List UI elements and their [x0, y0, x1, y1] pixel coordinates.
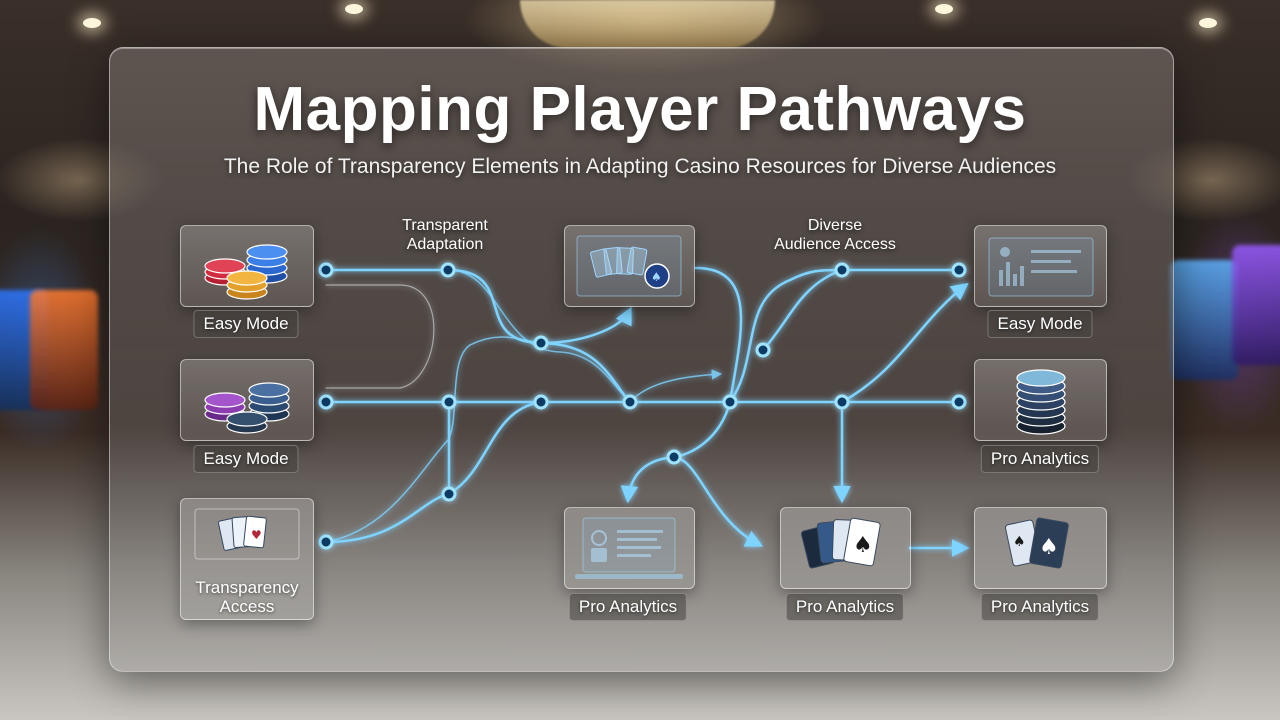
svg-text:♠: ♠	[1013, 534, 1026, 550]
flow-label-diverse-audience-access: Diverse Audience Access	[745, 216, 925, 254]
junction-node	[624, 396, 636, 408]
junction-node	[443, 488, 455, 500]
junction-node	[836, 396, 848, 408]
svg-text:♥: ♥	[251, 528, 262, 542]
junction-node	[724, 396, 736, 408]
node-card-right-bottom[interactable]: ♠ ♠	[974, 507, 1107, 589]
node-label-left-middle: Easy Mode	[193, 445, 298, 473]
pathway-line	[326, 337, 541, 542]
node-label-right-bottom: Pro Analytics	[981, 593, 1099, 621]
poker-chips-icon	[181, 226, 313, 306]
junction-node	[953, 264, 965, 276]
pathway-line	[326, 285, 434, 388]
playing-cards-icon: ♠ ♠	[975, 508, 1106, 588]
node-label-left-top: Easy Mode	[193, 310, 298, 338]
junction-node	[668, 451, 680, 463]
flow-label-transparent-adaptation: Transparent Adaptation	[355, 216, 535, 254]
junction-node	[953, 396, 965, 408]
node-card-center-right[interactable]: ♠	[780, 507, 911, 589]
dashboard-screen-icon	[975, 226, 1106, 306]
pathway-line	[842, 285, 966, 402]
node-label-center-bottom: Pro Analytics	[569, 593, 687, 621]
node-label-center-right: Pro Analytics	[786, 593, 904, 621]
junction-node	[442, 264, 454, 276]
node-card-right-top[interactable]	[974, 225, 1107, 307]
pathway-line	[326, 402, 541, 542]
junction-node	[320, 396, 332, 408]
cards-and-chip-icon: ♠	[565, 226, 694, 306]
svg-text:♠: ♠	[651, 270, 662, 284]
junction-node	[535, 337, 547, 349]
poker-chips-icon	[181, 360, 313, 440]
node-label-text: Transparency Access	[195, 578, 298, 616]
junction-node	[320, 264, 332, 276]
node-card-center-bottom[interactable]	[564, 507, 695, 589]
node-label-right-top: Easy Mode	[987, 310, 1092, 338]
pathway-line	[628, 457, 674, 500]
playing-cards-icon: ♠	[781, 508, 910, 588]
playing-cards-icon: ♥	[181, 499, 313, 569]
flow-label-text: Transparent Adaptation	[402, 217, 488, 253]
junction-node	[836, 264, 848, 276]
flow-label-text: Diverse Audience Access	[774, 217, 896, 253]
pathway-line	[541, 310, 630, 343]
node-label-right-middle: Pro Analytics	[981, 445, 1099, 473]
analytics-laptop-icon	[565, 508, 694, 588]
svg-text:♠: ♠	[853, 533, 873, 558]
junction-node	[320, 536, 332, 548]
node-card-center-top[interactable]: ♠	[564, 225, 695, 307]
node-label-left-bottom: Transparency Access	[186, 578, 307, 616]
node-card-left-middle[interactable]	[180, 359, 314, 441]
junction-node	[757, 344, 769, 356]
junction-node	[535, 396, 547, 408]
pathway-line	[730, 270, 959, 402]
node-card-right-middle[interactable]	[974, 359, 1107, 441]
poker-chips-icon	[975, 360, 1106, 440]
pathway-line	[763, 270, 842, 350]
node-card-left-bottom[interactable]: ♥ Transparency Access	[180, 498, 314, 620]
svg-text:♠: ♠	[1039, 535, 1059, 560]
node-card-left-top[interactable]	[180, 225, 314, 307]
junction-node	[443, 396, 455, 408]
pathway-line	[630, 374, 720, 402]
